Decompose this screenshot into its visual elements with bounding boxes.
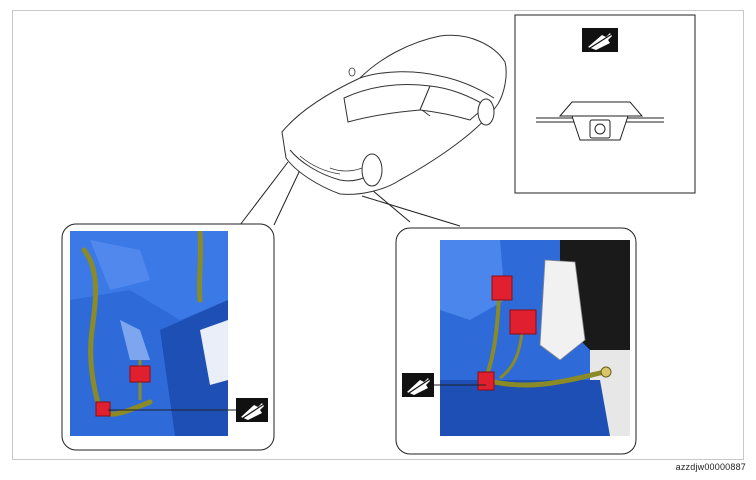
left-tool-icon [236, 398, 268, 422]
right-bolt [600, 366, 612, 378]
left-highlight [90, 240, 150, 290]
left-bracket [200, 320, 228, 385]
left-clip [95, 401, 111, 417]
left-photo [70, 231, 228, 436]
clip-hole [594, 123, 606, 135]
car-front-wheel [361, 153, 383, 187]
right-clip [477, 371, 495, 391]
right-lower-panel [440, 380, 610, 436]
right-harness-horizontal [483, 369, 607, 388]
callout-lines [239, 161, 461, 227]
left-detail-panel [61, 223, 275, 451]
car-outline [281, 34, 507, 195]
car-rear-wheel [477, 98, 495, 126]
right-photo [440, 240, 630, 436]
right-bracket [539, 259, 586, 361]
clip-removal-tool-icon [582, 28, 618, 52]
right-harness-branch [499, 331, 524, 380]
car-bumper-line [289, 149, 369, 182]
clip-detail-box [514, 14, 696, 194]
car-body [281, 34, 507, 195]
left-connector [129, 365, 151, 383]
right-tool-icon [402, 373, 434, 397]
callout-line-left-a [239, 161, 289, 226]
car-antenna [348, 67, 356, 77]
left-harness-top [196, 231, 204, 303]
car-mirror [421, 109, 431, 117]
right-connector-mid [509, 309, 537, 335]
left-mount [120, 320, 150, 360]
callout-line-right-b [361, 195, 461, 227]
left-harness-main [81, 247, 153, 417]
callout-line-right-a [371, 189, 411, 223]
clip-head [558, 101, 644, 117]
car-side-window [419, 85, 487, 121]
clip-drawing [536, 101, 664, 141]
figure-id-caption: azzdjw00000887 [675, 462, 746, 472]
right-connector-top [491, 275, 513, 301]
car-headlight [329, 167, 363, 172]
car-grille [299, 155, 341, 175]
right-detail-panel [395, 227, 637, 455]
right-body-panel-light [440, 240, 505, 320]
callout-line-left-b [273, 169, 301, 226]
car-roof-line [359, 71, 495, 99]
